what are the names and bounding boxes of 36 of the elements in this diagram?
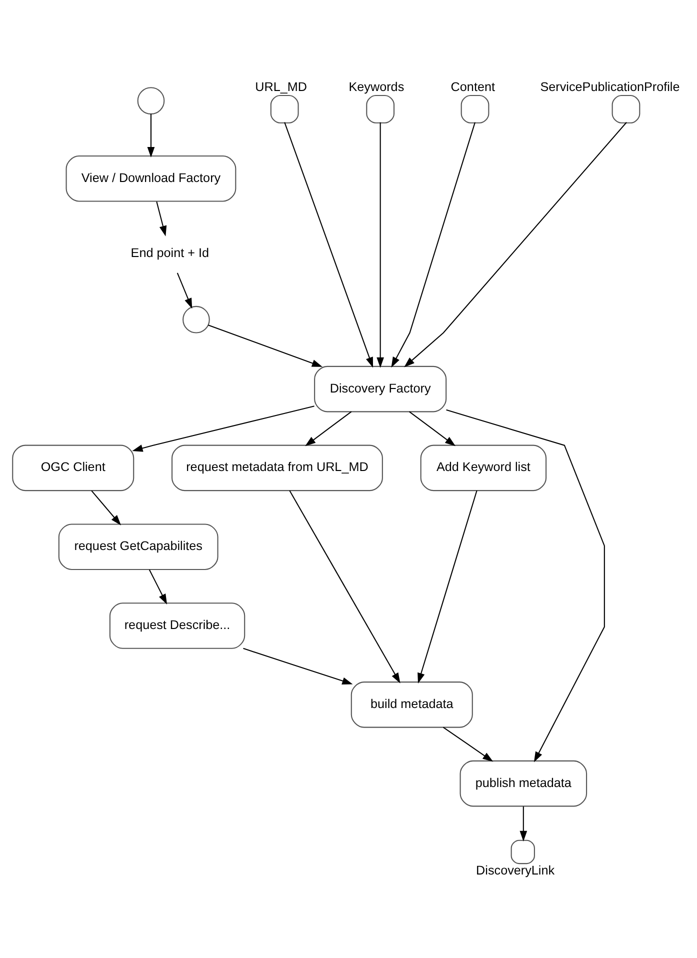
- arrow: [176, 272, 192, 309]
- node-label: Content: [450, 80, 495, 94]
- arrow: [391, 122, 476, 368]
- node-label: Keywords: [348, 80, 404, 94]
- arrow: [243, 648, 353, 684]
- arrow: [147, 114, 155, 158]
- arrow: [305, 411, 352, 446]
- arrow: [520, 806, 528, 842]
- node-circle: [137, 87, 165, 114]
- node-box: request GetCapabilites: [58, 524, 218, 570]
- node-box: OGC Client: [12, 444, 134, 492]
- arrow: [132, 406, 314, 452]
- node-box: Discovery Factory: [314, 366, 447, 412]
- arrow: [284, 122, 374, 368]
- node-box: Add Keyword list: [420, 444, 547, 492]
- node-box: View / Download Factory: [66, 155, 236, 202]
- arrow: [289, 490, 400, 684]
- node-box: request metadata from URL_MD: [171, 444, 383, 492]
- arrow: [442, 726, 494, 762]
- arrow: [404, 122, 627, 368]
- node-label: DiscoveryLink: [476, 864, 555, 878]
- node-box: publish metadata: [460, 760, 588, 807]
- arrow: [418, 490, 478, 684]
- arrow: [376, 122, 384, 368]
- arrow: [148, 569, 168, 605]
- node-circle: [182, 306, 210, 334]
- node-text: End point + Id: [130, 246, 209, 260]
- arrow: [409, 411, 456, 446]
- node-label: ServicePublicationProfile: [540, 80, 680, 94]
- arrow: [156, 201, 167, 236]
- node-box: build metadata: [350, 682, 473, 728]
- node-label: URL_MD: [255, 80, 307, 94]
- node-box: request Describe...: [109, 602, 246, 649]
- arrow: [208, 324, 323, 367]
- arrow: [446, 409, 605, 762]
- arrow: [91, 490, 122, 526]
